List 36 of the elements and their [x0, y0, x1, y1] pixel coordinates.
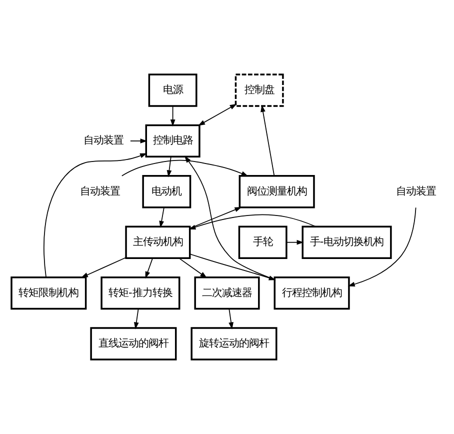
node-box: 转矩限制机构 — [10, 276, 87, 310]
arrow — [260, 104, 275, 176]
node-text: 自动装置 — [396, 185, 436, 198]
node-box: 手-电动切换机构 — [302, 226, 392, 259]
arrow — [134, 308, 139, 330]
arrow — [44, 153, 148, 278]
arrow — [80, 257, 126, 278]
node-box: 阀位测量机构 — [238, 175, 315, 208]
arrow — [130, 138, 148, 144]
arrow — [145, 258, 154, 279]
node-text: 自动装置 — [84, 134, 124, 147]
arrow — [178, 258, 208, 278]
node-box: 二次减速器 — [194, 276, 260, 310]
node-box: 旋转运动的阀杆 — [190, 327, 278, 360]
arrow — [228, 308, 234, 330]
node-box: 电源 — [148, 74, 198, 107]
arrow — [286, 240, 304, 245]
arrow — [348, 207, 416, 287]
arrow — [188, 214, 316, 230]
arrow — [166, 156, 172, 178]
node-box: 直线运动的阀杆 — [90, 327, 177, 360]
node-box: 主传动机构 — [125, 226, 191, 259]
node-box: 转矩-推力转换 — [100, 276, 180, 310]
node-box: 行程控制机构 — [274, 276, 350, 310]
node-box: 手轮 — [238, 226, 288, 259]
arrow — [184, 156, 275, 280]
arrow — [121, 160, 248, 176]
node-text: 自动装置 — [80, 185, 120, 198]
node-box: 控制盘 — [234, 74, 284, 107]
arrow — [159, 207, 164, 228]
arrow — [190, 206, 242, 229]
node-box: 控制电路 — [145, 124, 200, 158]
node-box: 电动机 — [142, 175, 192, 208]
arrow — [198, 104, 237, 126]
arrow — [190, 254, 276, 280]
arrow — [170, 106, 176, 127]
